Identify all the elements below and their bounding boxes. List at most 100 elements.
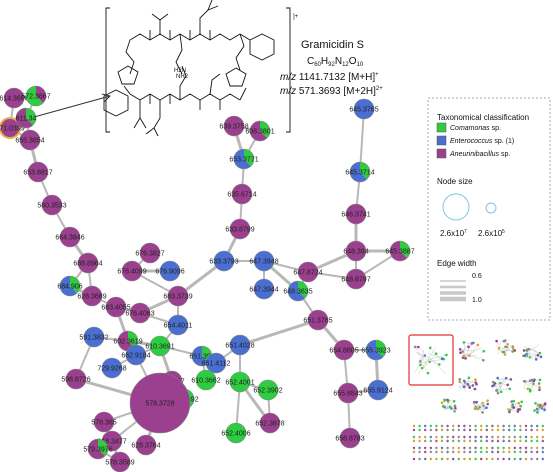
network-node[interactable]: 652.3878: [255, 412, 285, 434]
network-node[interactable]: 653.3771: [229, 148, 259, 170]
legend-swatch: [436, 135, 447, 146]
node-circle: [135, 434, 157, 456]
node-circle: [3, 87, 25, 109]
thumbnail-edge: [499, 388, 510, 391]
network-node[interactable]: 651.3765: [303, 309, 333, 331]
network-node[interactable]: 571.0399: [0, 117, 25, 139]
node-label: 655.8843: [333, 391, 362, 398]
thumbnail-node: [453, 404, 457, 408]
network-node[interactable]: 664.3846: [55, 226, 85, 248]
thumbnail-edge: [497, 377, 502, 390]
network-node[interactable]: 645.3714: [345, 161, 375, 183]
network-node[interactable]: 655.3854: [15, 129, 45, 151]
network-node[interactable]: 683.4055: [101, 296, 131, 318]
network-node[interactable]: 676.4063: [125, 302, 155, 324]
network-node[interactable]: 652.4006: [221, 422, 251, 444]
network-node[interactable]: 652.3902: [253, 379, 283, 401]
network-node[interactable]: 662.9184: [121, 344, 151, 366]
thumbnail-edge: [416, 352, 430, 362]
node-circle: [307, 309, 329, 331]
network-node[interactable]: 648.3635: [283, 280, 313, 302]
thumbnail-edge: [422, 347, 436, 369]
network-node[interactable]: 611.34: [16, 107, 37, 129]
node-circle: [253, 250, 275, 272]
network-node[interactable]: 598.8726: [61, 368, 91, 390]
network-node[interactable]: 578.3728: [129, 372, 191, 434]
network-node[interactable]: 647.3948: [249, 250, 279, 272]
network-node[interactable]: 684.906: [57, 275, 83, 297]
node-label: 628.3764: [131, 443, 160, 450]
network-node[interactable]: 578.3589: [105, 451, 135, 472]
network-node[interactable]: 656.8783: [335, 427, 365, 449]
network-node[interactable]: 628.3689: [77, 285, 107, 307]
thumbnail-node: [539, 355, 543, 359]
node-circle: [65, 368, 87, 390]
thumbnail-edge: [503, 341, 515, 350]
network-node[interactable]: 610.3691: [145, 335, 175, 357]
network-node[interactable]: 651.4028: [225, 334, 255, 356]
network-node[interactable]: 578.365: [91, 411, 117, 433]
network-node[interactable]: 614.3600: [0, 87, 29, 109]
network-node[interactable]: 655.8843: [333, 382, 363, 404]
thumbnail-edge: [416, 351, 440, 365]
network-node[interactable]: 655.9124: [363, 379, 393, 401]
node-circle: [225, 422, 247, 444]
node-circle: [139, 242, 161, 264]
node-label: 676.4063: [125, 311, 154, 318]
thumbnail-node: [458, 380, 462, 384]
thumbnail-edge: [414, 355, 425, 373]
network-node[interactable]: 635.6714: [227, 183, 257, 205]
network-node[interactable]: 608.3801: [245, 120, 275, 142]
network-node[interactable]: 729.9268: [97, 357, 127, 379]
network-node[interactable]: 633.8799: [225, 218, 255, 240]
legend-item-label: Aneurinibacillus sp.: [449, 151, 510, 158]
network-node[interactable]: 651.4112: [202, 352, 231, 374]
network-node[interactable]: 676.3827: [135, 242, 165, 264]
network-node[interactable]: 654.8805: [329, 339, 359, 361]
network-node[interactable]: 639.3758: [219, 115, 249, 137]
network-node[interactable]: 653.8817: [23, 161, 53, 183]
network-node[interactable]: 648.8797: [341, 268, 371, 290]
node-label: 645.3714: [345, 170, 374, 177]
network-node[interactable]: 572.3667: [21, 85, 51, 107]
legend-item-label: Enterococcus sp. (1): [450, 138, 514, 145]
node-label: 618.3477: [97, 439, 126, 446]
thumbnail-node: [538, 404, 542, 407]
network-node[interactable]: 646.3741: [341, 203, 371, 225]
node-slice: [128, 331, 138, 348]
network-node[interactable]: 654.4011: [164, 314, 193, 336]
network-node[interactable]: 676.9096: [155, 260, 185, 282]
network-node[interactable]: 628.3764: [131, 434, 161, 456]
network-node[interactable]: 580.3533: [37, 194, 67, 216]
network-node[interactable]: 655.3923: [361, 339, 391, 361]
thumbnail-node: [503, 339, 507, 342]
network-node[interactable]: 645.3887: [385, 240, 415, 262]
network-node[interactable]: 591.3832: [79, 326, 109, 348]
thumbnail-node: [475, 406, 478, 410]
network-node[interactable]: 676.4099: [117, 260, 147, 282]
node-circle: [77, 252, 99, 274]
thumbnail-node: [467, 345, 470, 349]
network-node[interactable]: 647.8724: [293, 261, 323, 283]
network-node[interactable]: 648.384: [343, 240, 369, 262]
node-circle: [19, 129, 41, 151]
network-node[interactable]: 579.3976: [83, 438, 113, 460]
node-label: 578.365: [91, 420, 116, 427]
network-node[interactable]: 688.8964: [73, 252, 103, 274]
node-circle: [229, 371, 251, 393]
thumbnail-edge: [447, 401, 455, 408]
network-node[interactable]: 652.4001: [225, 371, 255, 393]
thumbnail-node: [541, 404, 545, 408]
node-label: 651.4112: [202, 361, 231, 368]
network-node[interactable]: 647.3944: [249, 278, 279, 300]
thumbnail-node: [508, 457, 511, 461]
network-node[interactable]: 683.3739: [163, 285, 193, 307]
network-node[interactable]: 633.3793: [209, 250, 239, 272]
network-node[interactable]: 602.3619: [113, 330, 143, 352]
network-node[interactable]: 645.3765: [349, 98, 379, 120]
thumbnail-edge: [443, 406, 456, 411]
thumbnail-edge: [446, 401, 449, 411]
network-node[interactable]: 610.3662: [191, 369, 221, 391]
thumbnail-node: [534, 358, 538, 361]
thumbnail-node: [462, 385, 466, 389]
